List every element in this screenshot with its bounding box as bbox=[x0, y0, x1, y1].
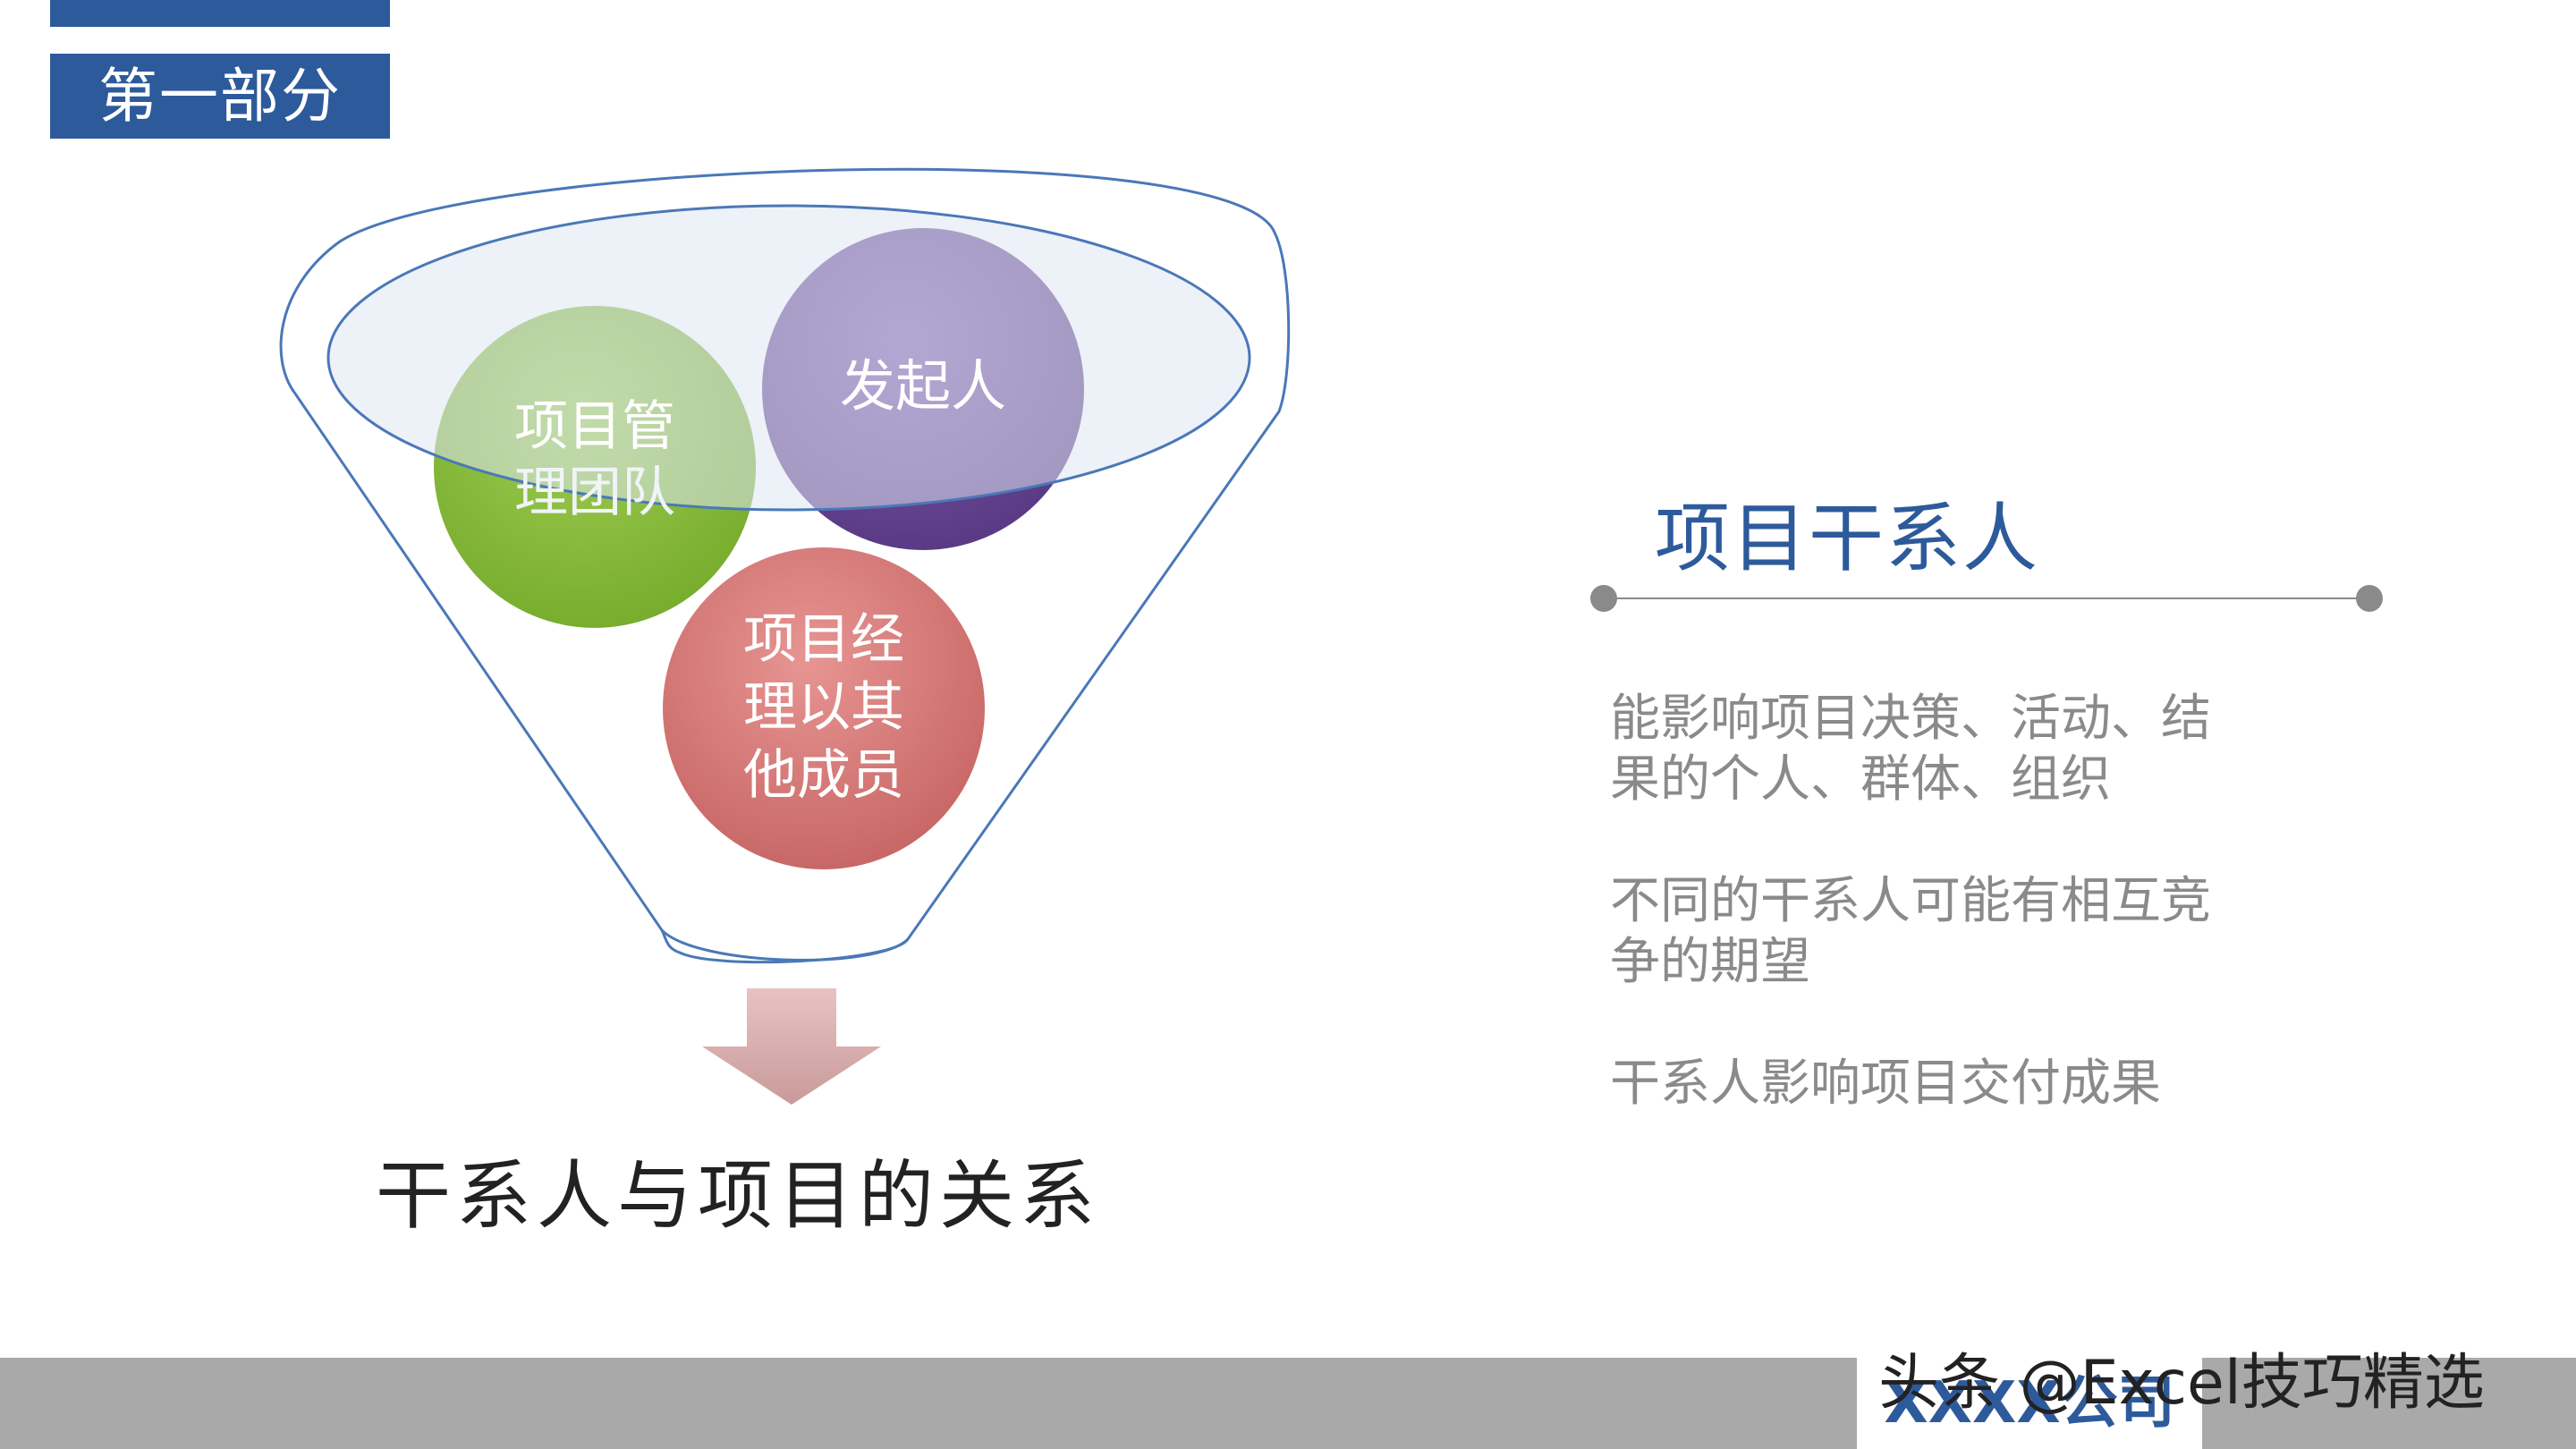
title-divider bbox=[1604, 597, 2369, 599]
paragraph-2: 不同的干系人可能有相互竞 争的期望 bbox=[1610, 872, 2211, 991]
funnel-diagram bbox=[279, 167, 1291, 1105]
section-label: 第一部分 bbox=[50, 54, 390, 139]
down-arrow-icon bbox=[702, 988, 881, 1105]
funnel-bottom-rim bbox=[660, 928, 910, 962]
paragraph-1: 能影响项目决策、活动、结 果的个人、群体、组织 bbox=[1610, 690, 2211, 809]
company-name: XXXX公司 bbox=[1857, 1358, 2202, 1449]
right-panel-title: 项目干系人 bbox=[1655, 495, 2040, 582]
right-panel-body: 能影响项目决策、活动、结 果的个人、群体、组织 不同的干系人可能有相互竞 争的期… bbox=[1610, 689, 2254, 1175]
circle-label-pm-members: 项目经 理以其 他成员 bbox=[743, 608, 904, 807]
top-accent-bar bbox=[50, 0, 390, 27]
watermark-text: 头条 @Excel技巧精选 bbox=[1878, 1348, 2485, 1419]
circle-label-project-team: 项目管 理团队 bbox=[514, 395, 675, 524]
diagram-caption: 干系人与项目的关系 bbox=[376, 1152, 1101, 1240]
circle-label-sponsor: 发起人 bbox=[839, 353, 1006, 419]
funnel-outline bbox=[279, 167, 1291, 964]
paragraph-3: 干系人影响项目交付成果 bbox=[1610, 1055, 2161, 1113]
circle-pm-members bbox=[663, 547, 985, 869]
divider-right-dot bbox=[2356, 585, 2383, 612]
divider-left-dot bbox=[1590, 585, 1617, 612]
funnel-mouth-ellipse bbox=[326, 204, 1251, 512]
